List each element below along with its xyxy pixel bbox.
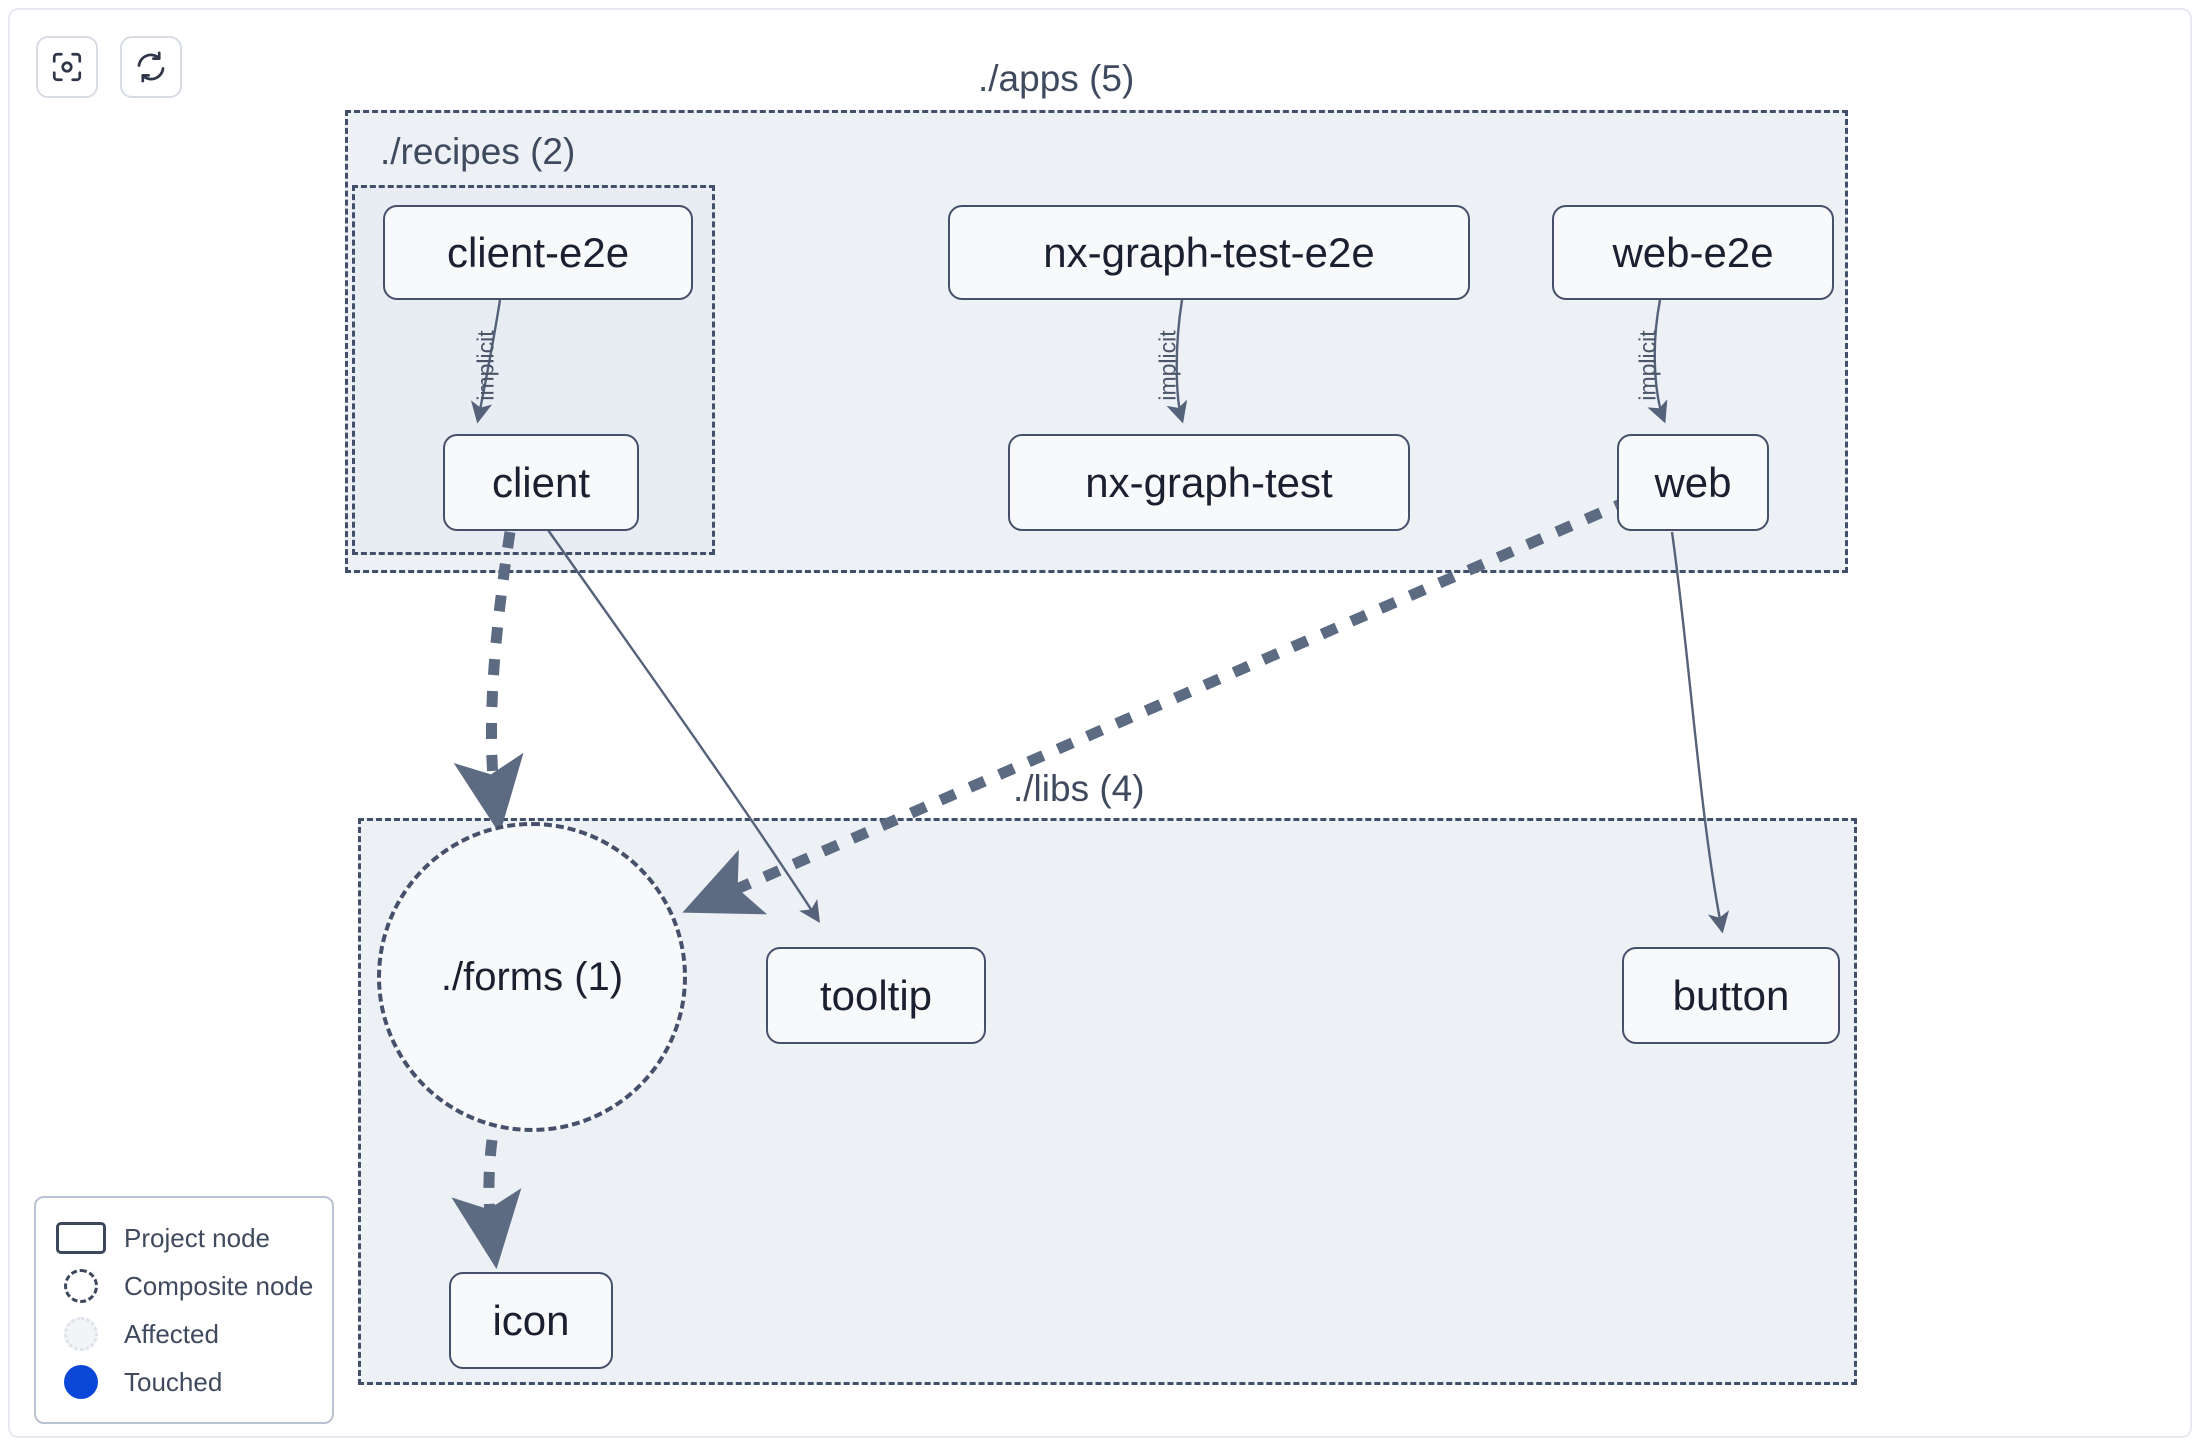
edge-label-nx-graph-test-e2e-implicit: implicit [1154, 330, 1181, 401]
node-client-e2e[interactable]: client-e2e [383, 205, 693, 300]
touched-swatch [54, 1365, 108, 1399]
viewfinder-icon [50, 50, 84, 84]
legend-label-project-node: Project node [124, 1222, 270, 1253]
focus-graph-button[interactable] [36, 36, 98, 98]
node-forms[interactable]: ./forms (1) [377, 822, 687, 1132]
node-button[interactable]: button [1622, 947, 1840, 1044]
node-client-label: client [491, 458, 591, 506]
node-forms-label: ./forms (1) [440, 954, 624, 999]
node-icon-label: icon [492, 1296, 570, 1344]
legend-item-affected: Affected [54, 1310, 314, 1358]
node-web[interactable]: web [1617, 434, 1769, 531]
legend-label-composite-node: Composite node [124, 1270, 314, 1301]
node-web-e2e[interactable]: web-e2e [1552, 205, 1834, 300]
node-web-e2e-label: web-e2e [1612, 228, 1774, 276]
node-icon[interactable]: icon [449, 1272, 613, 1369]
edge-label-web-e2e-implicit: implicit [1634, 330, 1661, 401]
legend-item-project-node: Project node [54, 1214, 314, 1262]
node-button-label: button [1672, 971, 1790, 1019]
refresh-graph-button[interactable] [120, 36, 182, 98]
group-apps-label: ./apps (5) [968, 60, 1145, 97]
group-libs-label: ./libs (4) [1003, 770, 1155, 807]
node-nx-graph-test-e2e-label: nx-graph-test-e2e [1043, 228, 1375, 276]
legend-label-affected: Affected [124, 1318, 219, 1349]
refresh-icon [134, 50, 168, 84]
affected-swatch [54, 1317, 108, 1351]
legend-item-composite-node: Composite node [54, 1262, 314, 1310]
graph-toolbar [36, 36, 182, 98]
edge-client-to-forms [453, 531, 524, 835]
node-client[interactable]: client [443, 434, 639, 531]
node-nx-graph-test-label: nx-graph-test [1085, 458, 1333, 506]
composite-node-swatch [54, 1269, 108, 1303]
node-tooltip[interactable]: tooltip [766, 947, 986, 1044]
node-client-e2e-label: client-e2e [446, 228, 630, 276]
legend-label-touched: Touched [124, 1366, 223, 1397]
node-web-label: web [1654, 458, 1732, 506]
edge-label-client-e2e-implicit: implicit [472, 330, 499, 401]
project-node-swatch [54, 1222, 108, 1254]
group-recipes-label: ./recipes (2) [380, 131, 576, 172]
node-tooltip-label: tooltip [819, 971, 933, 1019]
graph-legend: Project node Composite node Affected Tou… [34, 1196, 334, 1424]
node-nx-graph-test[interactable]: nx-graph-test [1008, 434, 1410, 531]
node-nx-graph-test-e2e[interactable]: nx-graph-test-e2e [948, 205, 1470, 300]
legend-item-touched: Touched [54, 1358, 314, 1406]
